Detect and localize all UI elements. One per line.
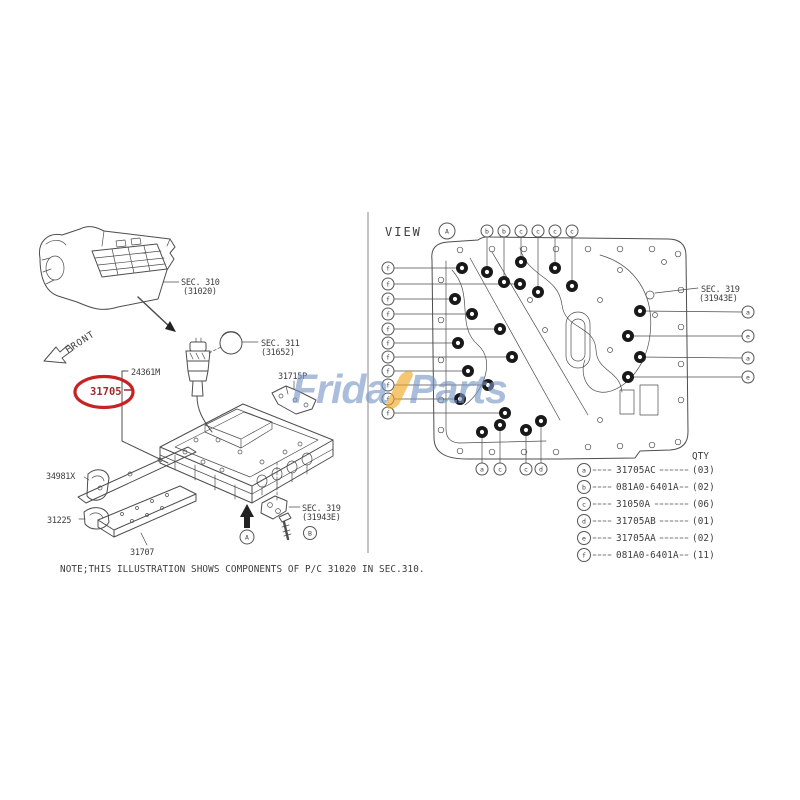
bolt-marker-letter: B [308, 530, 312, 538]
sec311-balloon [208, 331, 259, 355]
legend-qty-d: (01) [692, 516, 715, 527]
front-label: FRONT [63, 329, 97, 356]
valve-body-plate [431, 236, 689, 460]
legend-qty-header: QTY [692, 451, 709, 462]
legend-letter-b: b [582, 483, 586, 491]
right-callouts: a e a e [741, 305, 755, 384]
bottom-callouts: a c c d [475, 462, 548, 476]
legend-part-b: 081A0-6401A [616, 482, 679, 493]
legend-part-a: 31705AC [616, 465, 656, 476]
callout-bottom-3: c [524, 465, 528, 473]
legend-qty-a: (03) [692, 465, 715, 476]
legend-part-f: 081A0-6401A [616, 550, 679, 561]
main-valve-body [159, 403, 334, 504]
plate-label: 31707 [130, 548, 154, 558]
callout-f-11: f [386, 409, 390, 417]
callout-f-9: f [386, 381, 390, 389]
legend-part-d: 31705AB [616, 516, 656, 527]
view-marker-circle [239, 529, 255, 545]
direction-arrow [137, 296, 176, 332]
callout-bottom-2: c [498, 465, 502, 473]
legend-qty-c: (06) [692, 499, 715, 510]
view-marker-letter: A [245, 534, 249, 542]
legend-letter-f: f [582, 551, 586, 559]
callout-f-5: f [386, 325, 390, 333]
left-callouts: f f f f f f f f f f f [381, 261, 395, 420]
callout-right-2: e [746, 332, 750, 340]
tcm-module [91, 237, 180, 283]
separator-plate-31707 [97, 485, 197, 546]
legend-qty-f: (11) [692, 550, 715, 561]
sec311-label-line2: (31652) [261, 348, 295, 358]
legend-part-c: 31050A [616, 499, 650, 510]
callout-f-1: f [386, 264, 390, 272]
front-arrow [43, 344, 74, 364]
callout-top-5: c [553, 227, 557, 235]
clip-label: 31225 [47, 516, 71, 526]
legend-table: QTY a 31705AC (03) b 081A0-6401A (02) c … [577, 451, 715, 562]
sec311-label-line1: SEC. 311 [261, 339, 300, 349]
callout-bottom-4: d [539, 465, 543, 473]
legend-letter-c: c [582, 500, 586, 508]
bolt-marker-circle [303, 526, 317, 540]
callout-right-1: a [746, 308, 750, 316]
callout-f-2: f [386, 280, 390, 288]
callout-bottom-1: a [480, 465, 484, 473]
callout-f-6: f [386, 339, 390, 347]
highlight-oval-31705 [73, 374, 135, 410]
callout-right-3: a [746, 354, 750, 362]
sec319-left-label-line2: (31943E) [302, 513, 341, 523]
note-text: NOTE;THIS ILLUSTRATION SHOWS COMPONENTS … [60, 564, 425, 575]
view-direction-arrow [240, 504, 254, 528]
bracket-31715p [271, 380, 317, 415]
callout-top-2: b [502, 227, 506, 235]
legend-letter-e: e [582, 534, 586, 542]
view-title-marker-circle [438, 222, 456, 240]
callout-right-4: e [746, 373, 750, 381]
legend-qty-e: (02) [692, 533, 715, 544]
sec319-bracket-bolt [260, 495, 301, 541]
view-title: VIEW [385, 225, 422, 239]
callout-top-1: b [485, 227, 489, 235]
transmission-sketch [39, 226, 176, 310]
legend-letter-d: d [582, 517, 586, 525]
highlight-part-label: 31705 [90, 386, 122, 398]
harness-leader [121, 370, 169, 464]
callout-top-3: c [519, 227, 523, 235]
sec319-right-label-line1: SEC. 319 [701, 285, 740, 295]
gasket-strip-34981x [77, 446, 197, 504]
callout-f-10: f [386, 395, 390, 403]
plate-bolts [449, 256, 646, 438]
sec319-right-leader [645, 287, 699, 300]
bracket-label: 31715P [278, 372, 307, 382]
callout-top-6: c [570, 227, 574, 235]
gasket-label: 34981X [46, 472, 76, 482]
sec319-right-label-line2: (31943E) [699, 294, 738, 304]
harness-connector [185, 337, 213, 433]
callout-f-3: f [386, 295, 390, 303]
legend-qty-b: (02) [692, 482, 715, 493]
legend-letter-a: a [582, 466, 586, 474]
harness-label: 24361M [131, 368, 160, 378]
top-callouts: b b c c c c [480, 224, 579, 238]
callout-top-4: c [536, 227, 540, 235]
clip-31225 [78, 507, 110, 530]
sec310-label-line1: SEC. 310 [181, 278, 220, 288]
legend-part-e: 31705AA [616, 533, 656, 544]
view-title-marker-letter: A [445, 228, 449, 236]
callout-f-7: f [386, 353, 390, 361]
sec319-left-label-line1: SEC. 319 [302, 504, 341, 514]
sec310-label-line2: (31020) [183, 287, 217, 297]
callout-f-8: f [386, 367, 390, 375]
callout-f-4: f [386, 310, 390, 318]
